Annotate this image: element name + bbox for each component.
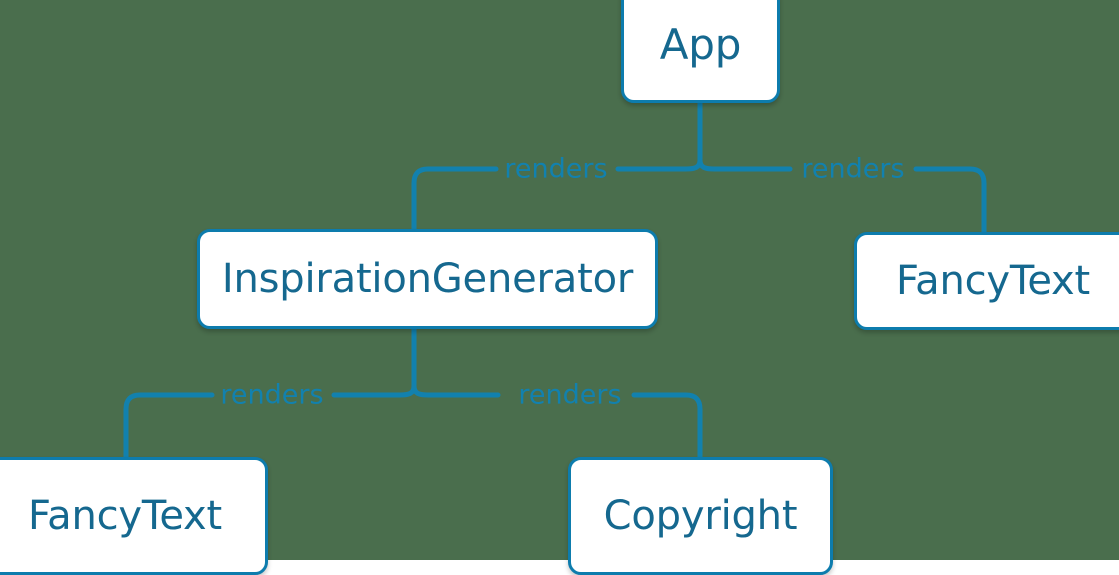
node-app[interactable]: App xyxy=(621,0,780,103)
edge-inspiration-junction-right xyxy=(411,383,457,398)
node-fancytext-left[interactable]: FancyText xyxy=(0,457,268,575)
node-inspiration-generator[interactable]: InspirationGenerator xyxy=(197,229,658,329)
edge-label-inspiration-copyright: renders xyxy=(518,379,622,411)
edge-inspiration-junction-left xyxy=(371,383,417,398)
node-fancytext-right[interactable]: FancyText xyxy=(854,232,1119,330)
edge-layer xyxy=(123,99,987,460)
edge-app-fancytext-run-right xyxy=(913,166,987,235)
edge-label-app-inspiration: renders xyxy=(504,153,608,185)
node-fancytext-right-label: FancyText xyxy=(896,258,1090,304)
edge-app-inspiration-run-left xyxy=(411,166,499,232)
node-inspiration-generator-label: InspirationGenerator xyxy=(221,256,634,302)
node-copyright[interactable]: Copyright xyxy=(568,457,833,575)
node-copyright-label: Copyright xyxy=(603,493,798,539)
edge-inspiration-fancytext-run-left xyxy=(123,392,215,460)
edge-label-inspiration-fancytext: renders xyxy=(220,379,324,411)
node-fancytext-left-label: FancyText xyxy=(28,493,222,539)
edge-app-junction-right xyxy=(697,157,743,172)
edge-app-junction-left xyxy=(657,157,703,172)
edge-inspiration-copyright-run-right xyxy=(631,392,703,460)
node-app-label: App xyxy=(659,19,742,69)
edge-label-app-fancytext: renders xyxy=(801,153,905,185)
